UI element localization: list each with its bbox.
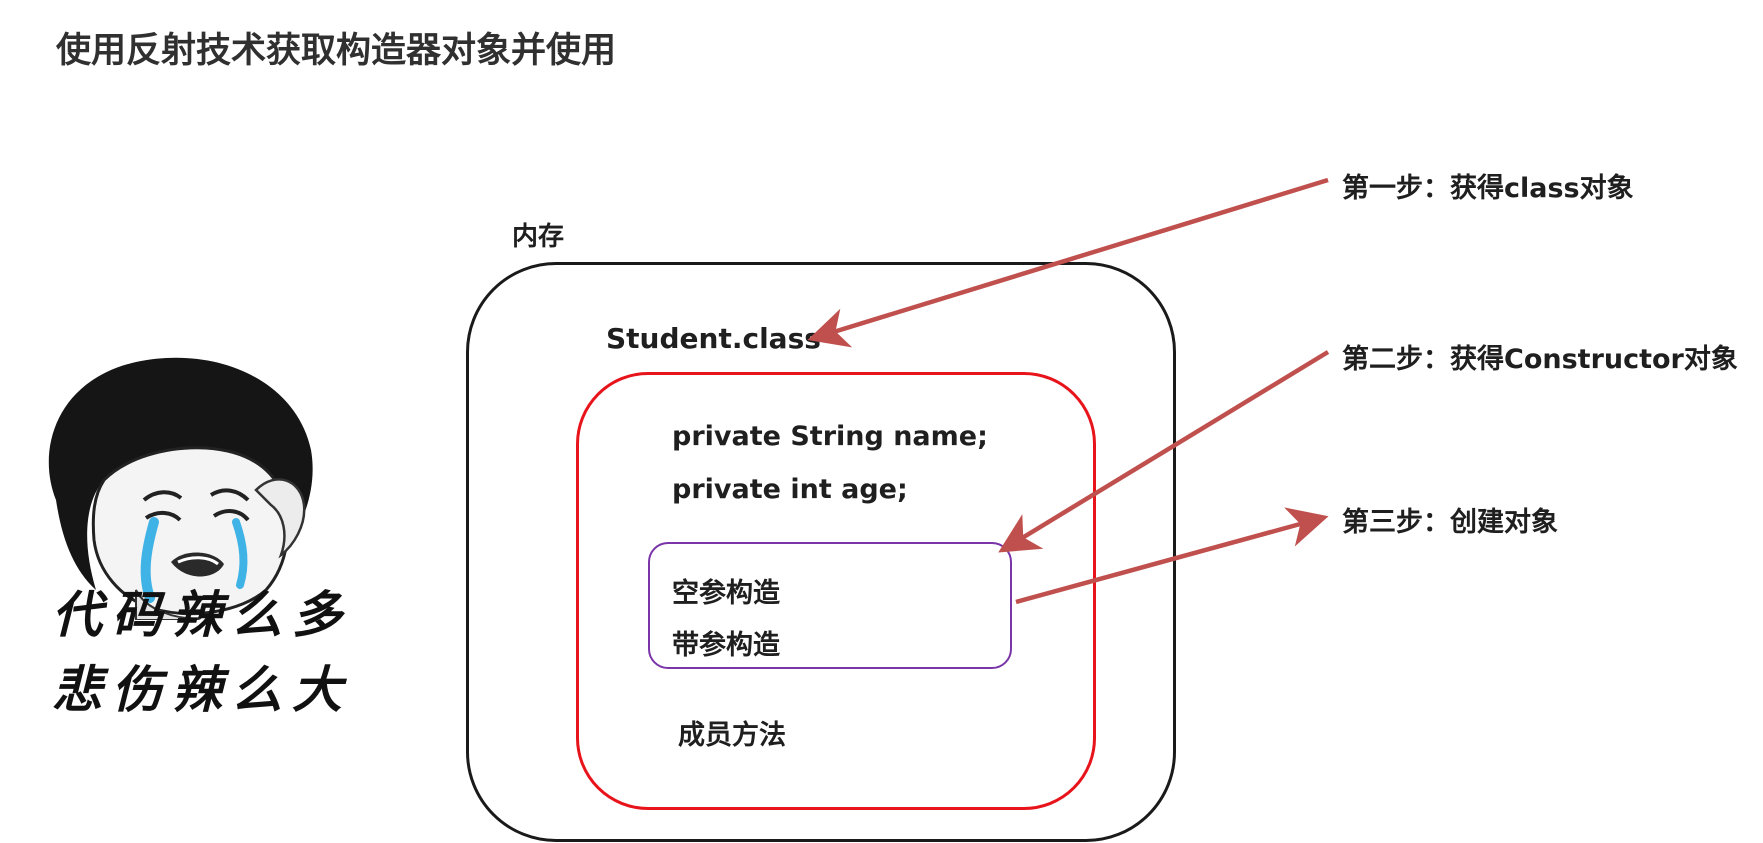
meme-caption-line-2: 悲伤辣么大 bbox=[52, 660, 352, 719]
constructor-no-arg: 空参构造 bbox=[672, 578, 780, 609]
field-age: private int age; bbox=[672, 474, 908, 505]
step-3-label: 第三步：创建对象 bbox=[1342, 507, 1558, 538]
class-box bbox=[576, 372, 1096, 810]
field-name: private String name; bbox=[672, 421, 988, 452]
step-2-label: 第二步：获得Constructor对象 bbox=[1342, 344, 1738, 375]
memory-label: 内存 bbox=[512, 222, 565, 252]
page-title: 使用反射技术获取构造器对象并使用 bbox=[56, 31, 617, 71]
memory-box bbox=[466, 262, 1176, 842]
arrow-step-1 bbox=[807, 177, 1329, 348]
crying-face-icon bbox=[48, 357, 313, 620]
constructor-box bbox=[648, 542, 1012, 669]
arrow-step-3 bbox=[1015, 507, 1329, 605]
constructor-with-args: 带参构造 bbox=[672, 630, 780, 661]
arrow-step-2 bbox=[998, 350, 1330, 553]
meme-caption-line-1: 代码辣么多 bbox=[52, 585, 352, 644]
step-1-label: 第一步：获得class对象 bbox=[1342, 173, 1634, 204]
methods-label: 成员方法 bbox=[678, 720, 786, 751]
class-name: Student.class bbox=[606, 322, 821, 355]
